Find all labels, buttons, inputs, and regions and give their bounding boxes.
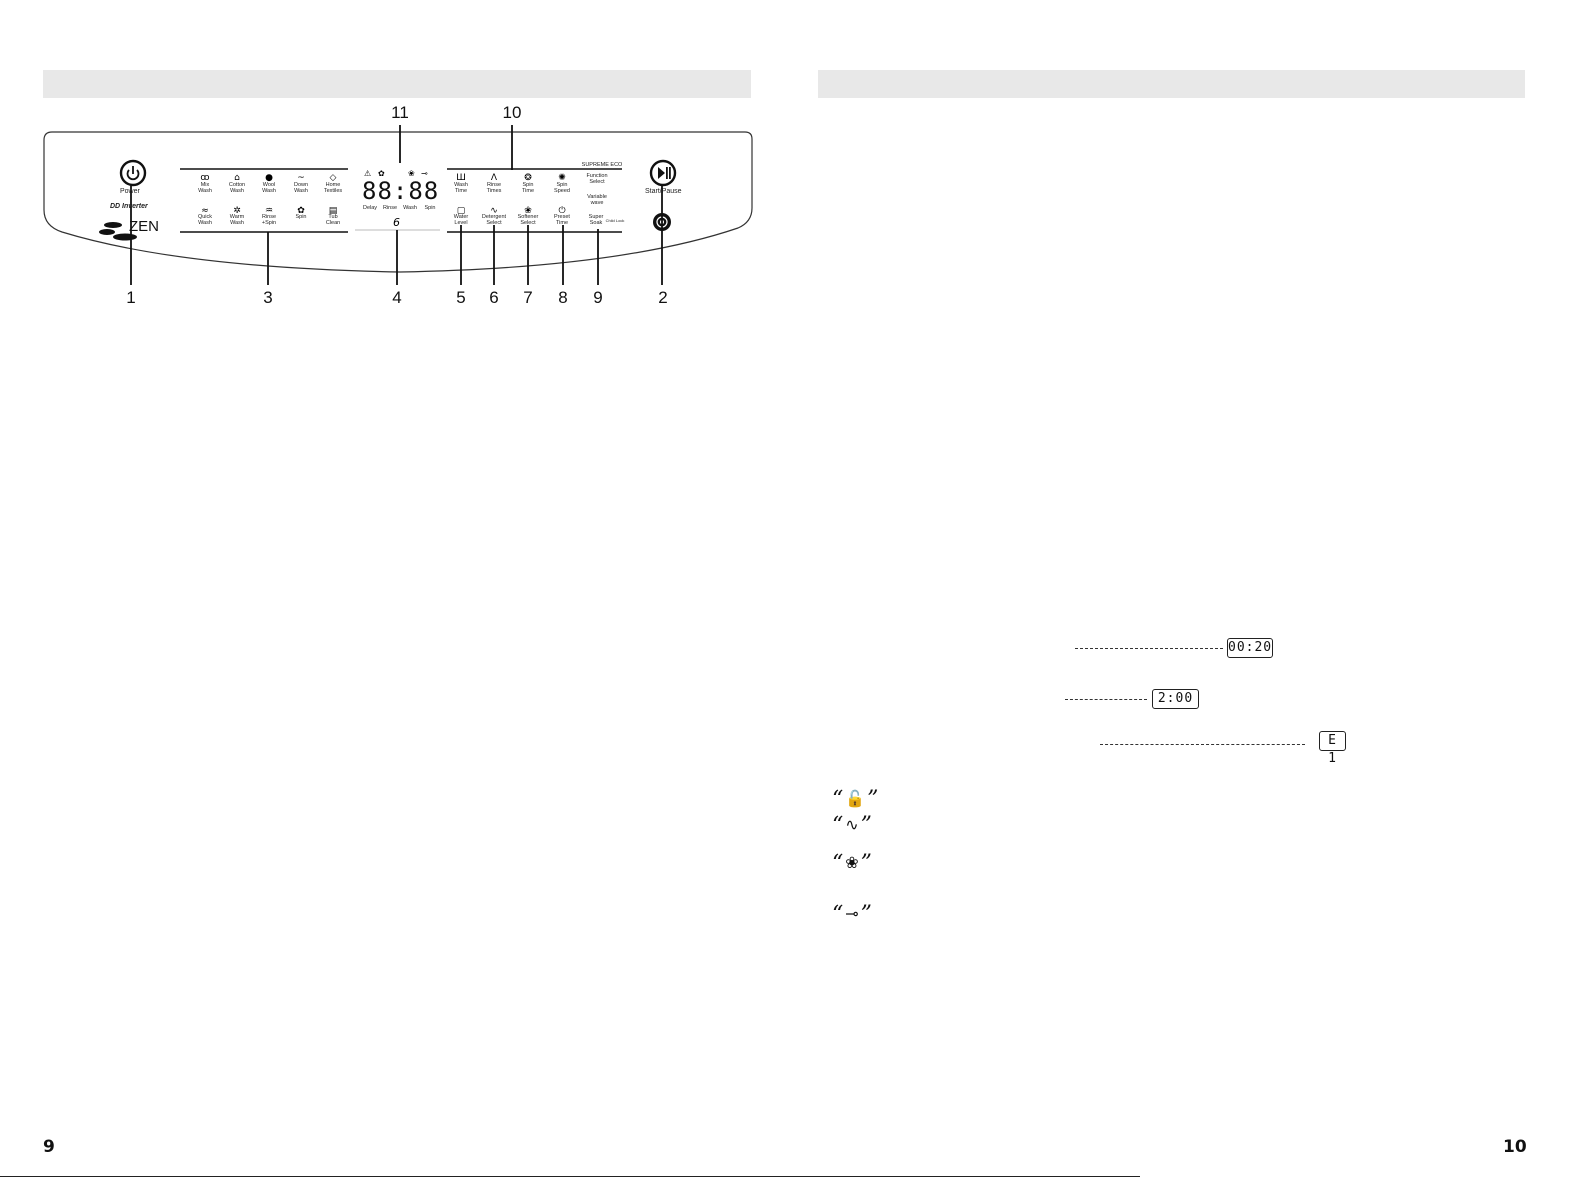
svg-text:❀: ❀ (408, 169, 415, 178)
bottom-rule (0, 1176, 1140, 1177)
detergent-icon: “∿” (832, 813, 872, 838)
spin-time-label[interactable]: Spin Time (521, 182, 535, 194)
callout-8: 8 (558, 288, 568, 307)
svg-text:Λ: Λ (491, 173, 498, 183)
error-code-display: E 1 (1319, 731, 1346, 766)
error-code-dash (1100, 744, 1305, 745)
svg-text:~: ~ (297, 173, 305, 183)
variable-wave-label: Variable wave (587, 194, 607, 206)
start-pause-label: Start/Pause (645, 188, 682, 195)
svg-text:✺: ✺ (558, 173, 566, 183)
time-remaining-dash (1075, 648, 1223, 649)
svg-text:▤: ▤ (329, 206, 338, 216)
rinse-spin-label[interactable]: Rinse +Spin (261, 214, 277, 226)
tub-clean-label[interactable]: Tub Clean (325, 214, 341, 226)
display-label-spin: Spin (424, 205, 436, 211)
softener-select-label[interactable]: Softener Select (517, 214, 539, 226)
display-label-wash: Wash (403, 205, 417, 211)
svg-text:❀: ❀ (524, 206, 532, 216)
svg-text:❂: ❂ (524, 173, 532, 183)
callout-9: 9 (593, 288, 603, 307)
svg-text:●: ● (265, 173, 273, 183)
preset-time-display: 2:00 (1152, 689, 1199, 709)
svg-text:⌂: ⌂ (234, 173, 240, 183)
callout-7: 7 (523, 288, 533, 307)
display-label-rinse: Rinse (382, 205, 398, 211)
svg-text:ꝏ: ꝏ (200, 173, 209, 183)
detergent-select-label[interactable]: Detergent Select (481, 214, 507, 226)
panel-outline (43, 131, 753, 273)
down-wash-label[interactable]: Down Wash (293, 182, 309, 194)
dd-inverter-label: DD Inverter (110, 203, 148, 210)
svg-text:▢: ▢ (457, 206, 466, 216)
zen-brand-label: ZEN (129, 218, 159, 235)
wool-wash-label[interactable]: Wool Wash (262, 182, 276, 194)
wash-time-label[interactable]: Wash Time (454, 182, 468, 194)
cotton-wash-label[interactable]: Cotton Wash (228, 182, 246, 194)
svg-text:≈: ≈ (201, 206, 209, 216)
callout-10: 10 (502, 103, 522, 122)
child-lock-label: Child Lock (605, 218, 625, 223)
svg-text:♒: ♒ (265, 206, 273, 216)
spin-speed-label[interactable]: Spin Speed (554, 182, 570, 194)
svg-text:∿: ∿ (490, 206, 498, 216)
left-header-bar (43, 70, 751, 98)
right-header-bar (818, 70, 1525, 98)
preset-time-label[interactable]: Preset Time (554, 214, 570, 226)
home-textiles-label[interactable]: Home Textiles (323, 182, 343, 194)
callout-4: 4 (392, 288, 402, 307)
callout-3: 3 (263, 288, 273, 307)
lcd-digits: 88:88 (362, 177, 440, 205)
callout-5: 5 (456, 288, 466, 307)
rinse-times-label[interactable]: Rinse Times (486, 182, 502, 194)
quick-wash-label[interactable]: Quick Wash (197, 214, 213, 226)
left-page-number: 9 (43, 1137, 55, 1157)
function-select-label: Function Select (586, 173, 608, 185)
callout-1: 1 (126, 288, 136, 307)
supreme-eco-label: SUPREME ECO (581, 162, 623, 168)
super-soak-label[interactable]: Super Soak (588, 214, 604, 226)
start-pause-button-icon (649, 159, 677, 187)
svg-text:✿: ✿ (297, 206, 305, 216)
svg-text:Ш: Ш (456, 173, 466, 183)
svg-text:6: 6 (393, 216, 400, 229)
svg-text:◇: ◇ (330, 173, 337, 183)
callout-11: 11 (391, 103, 409, 122)
svg-text:⏻: ⏻ (558, 205, 565, 216)
callout-6: 6 (489, 288, 499, 307)
water-level-label[interactable]: Water Level (453, 214, 469, 226)
softener-icon: “❀” (832, 851, 872, 876)
mix-wash-label[interactable]: Mix Wash (198, 182, 212, 194)
time-remaining-display: 00:20 (1227, 638, 1273, 658)
display-label-delay: Delay (362, 205, 378, 211)
svg-text:✲: ✲ (233, 206, 241, 216)
svg-text:⊸: ⊸ (421, 169, 428, 178)
warm-wash-label[interactable]: Warm Wash (229, 214, 245, 226)
key-icon: “⊸” (832, 902, 872, 927)
spin-label[interactable]: Spin (295, 214, 307, 220)
svg-text:✿: ✿ (378, 169, 385, 178)
control-panel-diagram: ⚠ ✿ ❀ ⊸ 6 ꝏ ⌂ ● ~ ◇ ≈ ✲ ♒ ✿ ▤ Ш Λ ❂ ✺ ▢ … (43, 125, 753, 285)
right-page-number: 10 (1503, 1137, 1527, 1157)
preset-time-dash (1065, 699, 1147, 700)
power-button-icon (119, 159, 147, 187)
svg-text:⚠: ⚠ (364, 169, 371, 178)
callout-2: 2 (658, 288, 668, 307)
lock-icon: “🔓” (832, 787, 879, 812)
power-label: Power (120, 188, 140, 195)
